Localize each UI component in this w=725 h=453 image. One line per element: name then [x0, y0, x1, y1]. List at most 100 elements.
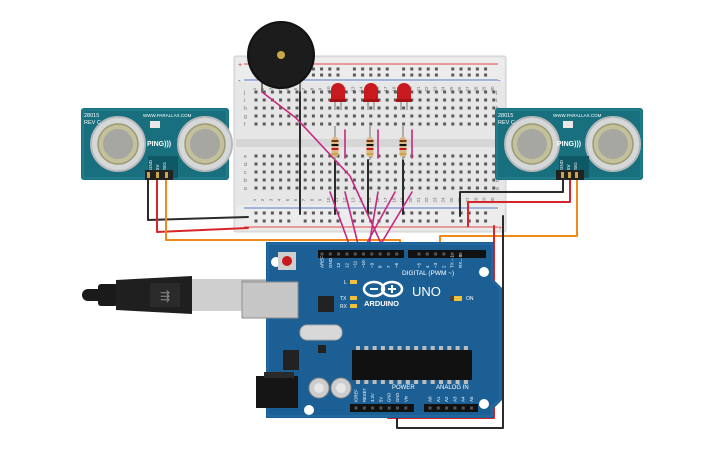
breadboard-hole	[311, 186, 315, 190]
breadboard-hole	[320, 106, 324, 110]
on-led	[454, 296, 462, 301]
breadboard-hole	[369, 114, 373, 118]
column-label: 28	[473, 86, 478, 92]
breadboard-hole	[262, 98, 266, 102]
breadboard-hole	[459, 162, 463, 166]
breadboard-hole	[361, 186, 365, 190]
sensor-part-code: 28015	[498, 113, 513, 119]
header-pin	[395, 252, 399, 256]
breadboard-hole	[352, 122, 356, 126]
breadboard-hole	[287, 122, 291, 126]
column-label: 30	[490, 197, 495, 203]
sensor-brand: PING)))	[557, 141, 581, 148]
rail-hole	[377, 73, 381, 77]
breadboard-hole	[336, 122, 340, 126]
rail-hole	[475, 67, 479, 71]
digital-pin-label: GND	[328, 257, 333, 268]
breadboard-hole	[418, 162, 422, 166]
breadboard-hole	[426, 114, 430, 118]
sensor-revision: REV C	[84, 120, 101, 126]
digital-pin-label: ~6	[394, 262, 399, 268]
svg-text:⇶: ⇶	[160, 289, 170, 303]
analog-in-label: ANALOG IN	[436, 385, 469, 391]
breadboard-hole	[279, 98, 283, 102]
analog-header	[424, 404, 478, 412]
breadboard-hole	[361, 90, 365, 94]
breadboard-hole	[254, 154, 258, 158]
breadboard-hole	[410, 162, 414, 166]
breadboard-hole	[393, 154, 397, 158]
breadboard-hole	[426, 178, 430, 182]
breadboard-hole	[418, 106, 422, 110]
breadboard-hole	[434, 154, 438, 158]
breadboard-hole	[344, 90, 348, 94]
breadboard-hole	[303, 114, 307, 118]
breadboard-hole	[467, 106, 471, 110]
breadboard-hole	[459, 98, 463, 102]
breadboard-hole	[361, 114, 365, 118]
rail-hole	[467, 67, 471, 71]
breadboard-hole	[484, 122, 488, 126]
rail-hole	[311, 67, 315, 71]
header-pin	[386, 252, 390, 256]
breadboard-hole	[287, 90, 291, 94]
breadboard-hole	[385, 98, 389, 102]
breadboard-hole	[262, 186, 266, 190]
breadboard-hole	[484, 170, 488, 174]
digital-pin-label: AREF	[320, 256, 325, 268]
breadboard-hole	[410, 122, 414, 126]
led-icon	[330, 83, 346, 110]
onboard-leds: L TX RX	[340, 280, 357, 310]
breadboard-hole	[279, 114, 283, 118]
breadboard-hole	[492, 154, 496, 158]
digital-pin-label: ~3	[433, 262, 438, 268]
column-label: 21	[416, 86, 421, 92]
rail-hole	[352, 67, 356, 71]
breadboard-hole	[270, 170, 274, 174]
row-label: i	[496, 98, 497, 104]
breadboard-hole	[492, 162, 496, 166]
rail-hole	[328, 67, 332, 71]
breadboard-hole	[361, 106, 365, 110]
resistor-icon	[399, 126, 407, 160]
breadboard-hole	[328, 178, 332, 182]
breadboard-hole	[443, 122, 447, 126]
breadboard-hole	[393, 90, 397, 94]
sensor-part-code: 28015	[84, 113, 99, 119]
analog-pin-label: A4	[461, 396, 466, 402]
breadboard-hole	[434, 90, 438, 94]
breadboard-hole	[451, 114, 455, 118]
breadboard-hole	[492, 114, 496, 118]
sensor-brand: PING)))	[147, 141, 171, 148]
breadboard-hole	[451, 122, 455, 126]
breadboard-hole	[467, 90, 471, 94]
column-label: 1	[252, 198, 257, 201]
rail-hole	[475, 219, 479, 223]
breadboard-hole	[475, 114, 479, 118]
breadboard-hole	[352, 90, 356, 94]
rail-plus-label: +	[238, 62, 242, 69]
breadboard-hole	[377, 114, 381, 118]
breadboard-hole	[492, 178, 496, 182]
header-pin	[434, 252, 438, 256]
led-label-tx: TX	[340, 296, 347, 302]
breadboard-hole	[262, 154, 266, 158]
breadboard-hole	[344, 114, 348, 118]
rail-hole	[402, 219, 406, 223]
breadboard-hole	[467, 178, 471, 182]
rail-hole	[328, 219, 332, 223]
arduino-logo-text: ARDUINO	[364, 299, 399, 308]
breadboard-hole	[352, 154, 356, 158]
sensor-website: WWW.PARALLAX.COM	[143, 113, 192, 118]
breadboard-hole	[336, 170, 340, 174]
breadboard-hole	[270, 122, 274, 126]
header-pin	[417, 252, 421, 256]
sensor-pin-labels: GND 5V SIG	[559, 159, 578, 170]
rail-hole	[434, 219, 438, 223]
breadboard-hole	[369, 186, 373, 190]
column-label: 7	[301, 198, 306, 201]
reset-button[interactable]	[278, 252, 296, 270]
rail-hole	[451, 73, 455, 77]
breadboard-hole	[295, 98, 299, 102]
breadboard-hole	[484, 154, 488, 158]
